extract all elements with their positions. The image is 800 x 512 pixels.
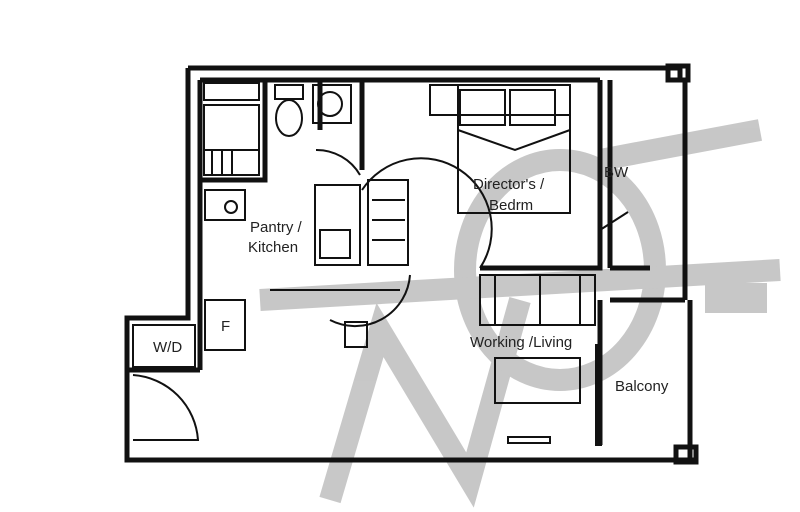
walls xyxy=(124,63,699,465)
label-balcony: Balcony xyxy=(615,378,669,395)
label-bedroom-1: Director's / xyxy=(473,176,545,193)
label-pantry-2: Kitchen xyxy=(248,239,298,256)
room-labels: Pantry / Kitchen Director's / Bedrm BW W… xyxy=(153,164,669,395)
label-living: Working /Living xyxy=(470,334,572,351)
label-pantry-1: Pantry / xyxy=(250,219,303,236)
label-bathroom: BW xyxy=(604,164,629,181)
label-washer-dryer: W/D xyxy=(153,339,182,356)
label-bedroom-2: Bedrm xyxy=(489,197,533,214)
label-fridge: F xyxy=(221,318,230,335)
fixtures xyxy=(132,82,629,446)
